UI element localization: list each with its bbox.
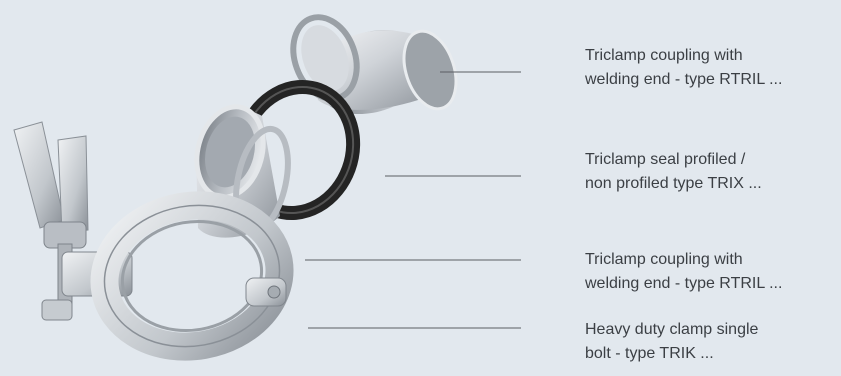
callout-line: Heavy duty clamp single — [585, 318, 841, 342]
callout-line: Triclamp coupling with — [585, 248, 841, 272]
callout-line: welding end - type RTRIL ... — [585, 272, 841, 296]
top-ferrule-icon — [282, 8, 465, 128]
callout-line: welding end - type RTRIL ... — [585, 68, 841, 92]
callout-line: bolt - type TRIK ... — [585, 342, 841, 366]
callout-clamp: Heavy duty clamp single bolt - type TRIK… — [585, 318, 841, 366]
callout-line: Triclamp coupling with — [585, 44, 841, 68]
callout-bottom-ferrule: Triclamp coupling with welding end - typ… — [585, 248, 841, 296]
callout-line: Triclamp seal profiled / — [585, 148, 841, 172]
callout-top-ferrule: Triclamp coupling with welding end - typ… — [585, 44, 841, 92]
callout-seal: Triclamp seal profiled / non profiled ty… — [585, 148, 841, 196]
callout-line: non profiled type TRIX ... — [585, 172, 841, 196]
